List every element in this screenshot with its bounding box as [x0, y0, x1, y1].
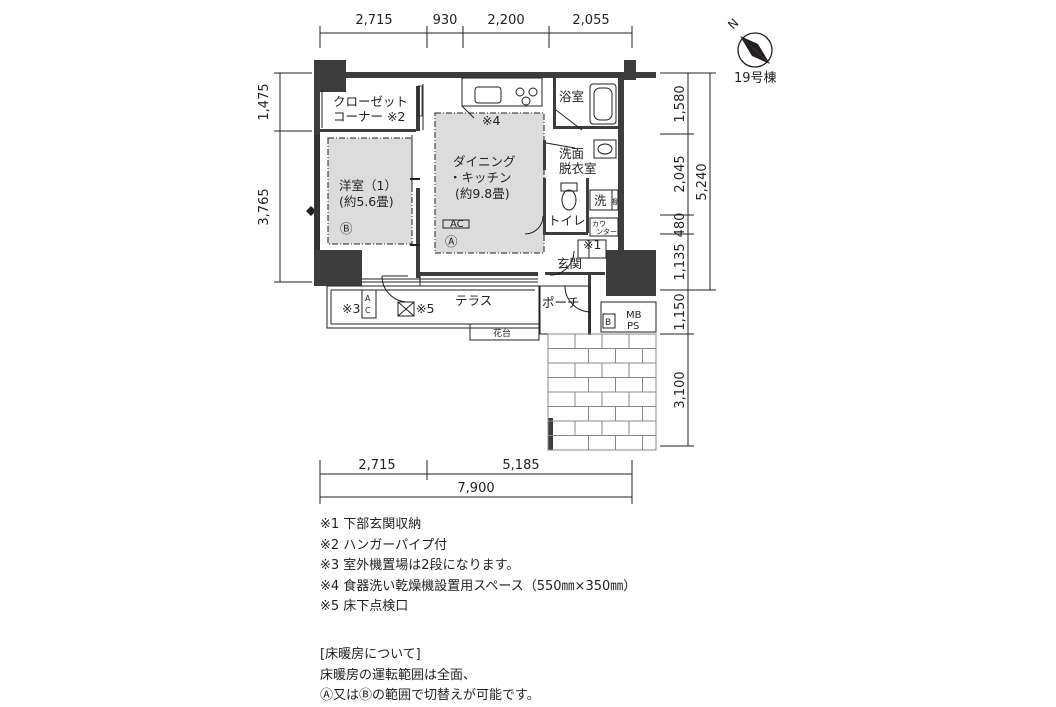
floor-heating-section: [床暖房について] 床暖房の運転範囲は全面、 Ⓐ又はⒷの範囲で切替えが可能です。	[320, 645, 540, 707]
dim-bottom-total: 7,900	[457, 481, 494, 496]
note1-label: ※1	[583, 237, 601, 252]
closet-label-2: コーナー ※2	[333, 109, 405, 124]
outdoor-ac-label-2: C	[365, 306, 371, 315]
ps-label: PS	[627, 321, 639, 332]
dim-right-3: 480	[673, 213, 688, 238]
dim-bottom-1: 2,715	[358, 458, 395, 473]
dim-left-2: 3,765	[257, 188, 272, 225]
washer-label: 洗	[594, 193, 607, 208]
counter-label-2: ンター	[596, 227, 617, 236]
compass-north: N	[725, 16, 741, 32]
dk-size: (約9.8畳)	[455, 186, 510, 201]
dim-left-1: 1,475	[257, 83, 272, 120]
dim-top-4: 2,055	[572, 13, 609, 28]
note4-label: ※4	[482, 113, 500, 128]
dim-top-2: 930	[433, 13, 458, 28]
wash-label-1: 洗面	[559, 146, 584, 161]
marker-diamond	[306, 206, 316, 216]
note-5: ※5 床下点検口	[320, 599, 409, 614]
dim-right-2: 2,045	[673, 155, 688, 192]
bath-label: 浴室	[559, 89, 584, 104]
note-3: ※3 室外機置場は2段になります。	[320, 558, 520, 573]
note-4: ※4 食器洗い乾燥機設置用スペース（550㎜×350㎜）	[320, 578, 637, 594]
notes-list: ※1 下部玄関収納 ※2 ハンガーパイプ付 ※3 室外機置場は2段になります。 …	[320, 515, 636, 618]
note-1: ※1 下部玄関収納	[320, 517, 422, 532]
zone-a-label: Ⓐ	[445, 234, 458, 249]
door-ticks	[410, 85, 423, 246]
note5-label: ※5	[416, 301, 434, 316]
closet-label-1: クローゼット	[333, 94, 408, 109]
western-room-label: 洋室（1）	[339, 178, 397, 193]
dim-right-6: 3,100	[673, 371, 688, 408]
flowerbed-label: 花台	[493, 327, 511, 339]
shelf-label: 棚	[612, 197, 619, 206]
dim-top-3: 2,200	[487, 13, 524, 28]
outdoor-ac-label-1: A	[365, 294, 371, 303]
walls	[314, 60, 656, 450]
terrace-label: テラス	[455, 293, 492, 308]
note3-label: ※3	[342, 301, 360, 316]
dk-label-1: ダイニング	[453, 154, 516, 169]
bottom-dimensions	[319, 460, 633, 504]
dim-right-4: 1,135	[673, 243, 688, 280]
dk-label-2: ・キッチン	[449, 170, 512, 185]
left-dimensions	[274, 72, 312, 283]
counter-label-1: カウ	[592, 220, 606, 228]
zone-b-area	[327, 137, 413, 245]
porch-label: ポーチ	[542, 295, 580, 310]
floor-heating-heading: [床暖房について]	[320, 647, 421, 662]
top-dimensions	[319, 26, 633, 48]
b-box-label: B	[605, 318, 611, 328]
dim-right-5: 1,150	[673, 293, 688, 330]
mb-label: MB	[626, 310, 642, 321]
compass: N	[725, 16, 773, 68]
floor-heating-line-2: Ⓐ又はⒷの範囲で切替えが可能です。	[320, 688, 540, 703]
note-2: ※2 ハンガーパイプ付	[320, 537, 448, 553]
toilet-label: トイレ	[548, 213, 586, 228]
dim-bottom-2: 5,185	[502, 458, 539, 473]
dim-right-total: 5,240	[695, 163, 710, 200]
western-room-size: (約5.6畳)	[339, 194, 394, 209]
right-dimensions	[660, 72, 716, 447]
floor-plan: 2,715 930 2,200 2,055 1,475 3,765 1,580 …	[257, 13, 777, 504]
building-number: 19号棟	[734, 71, 777, 86]
zone-b-label: Ⓑ	[340, 221, 353, 236]
dim-top-1: 2,715	[355, 13, 392, 28]
dim-right-1: 1,580	[673, 85, 688, 122]
paving-bricks	[548, 334, 656, 450]
outlines	[315, 77, 657, 341]
ac-label: AC	[450, 219, 464, 230]
entrance-label: 玄関	[557, 256, 582, 271]
floor-heating-line-1: 床暖房の運転範囲は全面、	[320, 667, 477, 683]
wash-label-2: 脱衣室	[559, 161, 597, 176]
